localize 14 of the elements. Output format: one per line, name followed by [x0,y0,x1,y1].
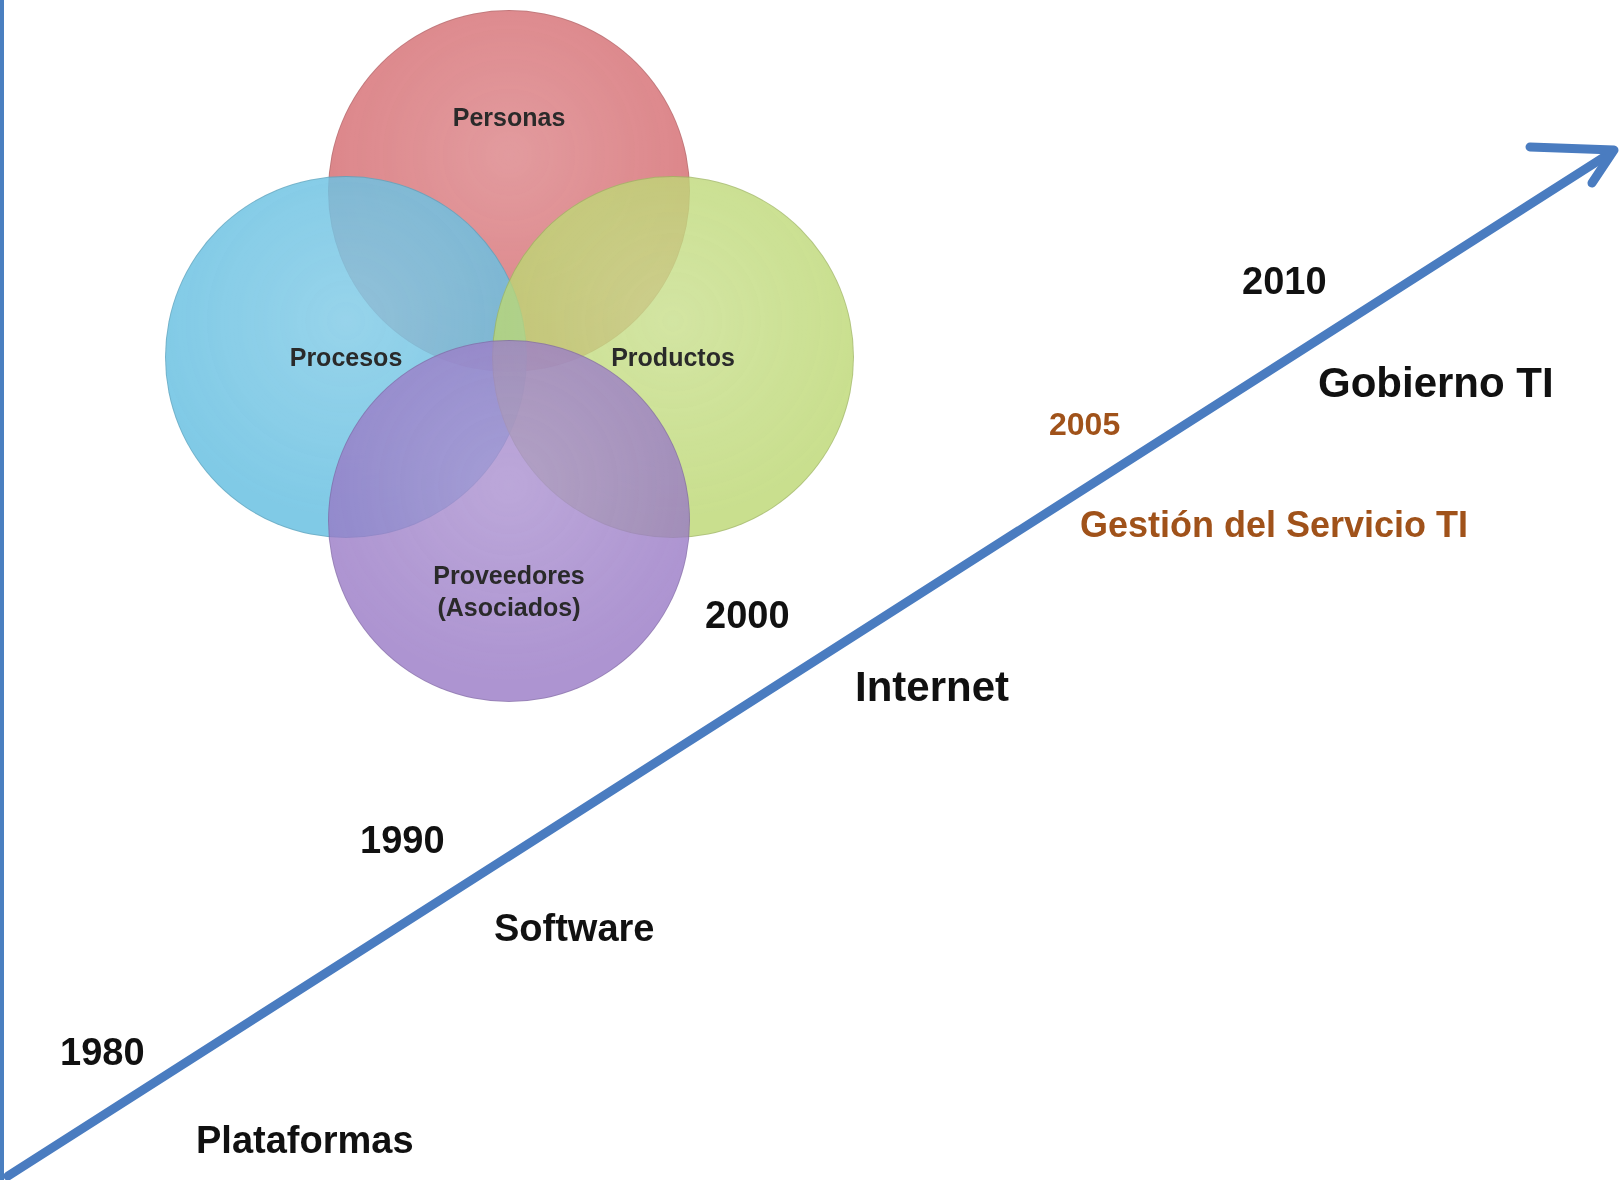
circle-label: Proveedores (Asociados) [432,559,586,623]
year-label: 2000 [705,596,790,634]
circle-label: Personas [451,101,567,133]
year-label: 1990 [360,821,445,859]
circle-label: Procesos [288,341,404,373]
era-label: Software [494,909,655,947]
era-label: Gestión del Servicio TI [1080,507,1469,543]
year-label: 1980 [60,1033,145,1071]
year-label: 2005 [1049,408,1121,440]
era-label: Internet [855,666,1009,708]
year-label: 2010 [1242,262,1327,300]
era-label: Gobierno TI [1318,362,1554,404]
circle-label: Productos [610,341,736,373]
era-label: Plataformas [196,1121,414,1159]
